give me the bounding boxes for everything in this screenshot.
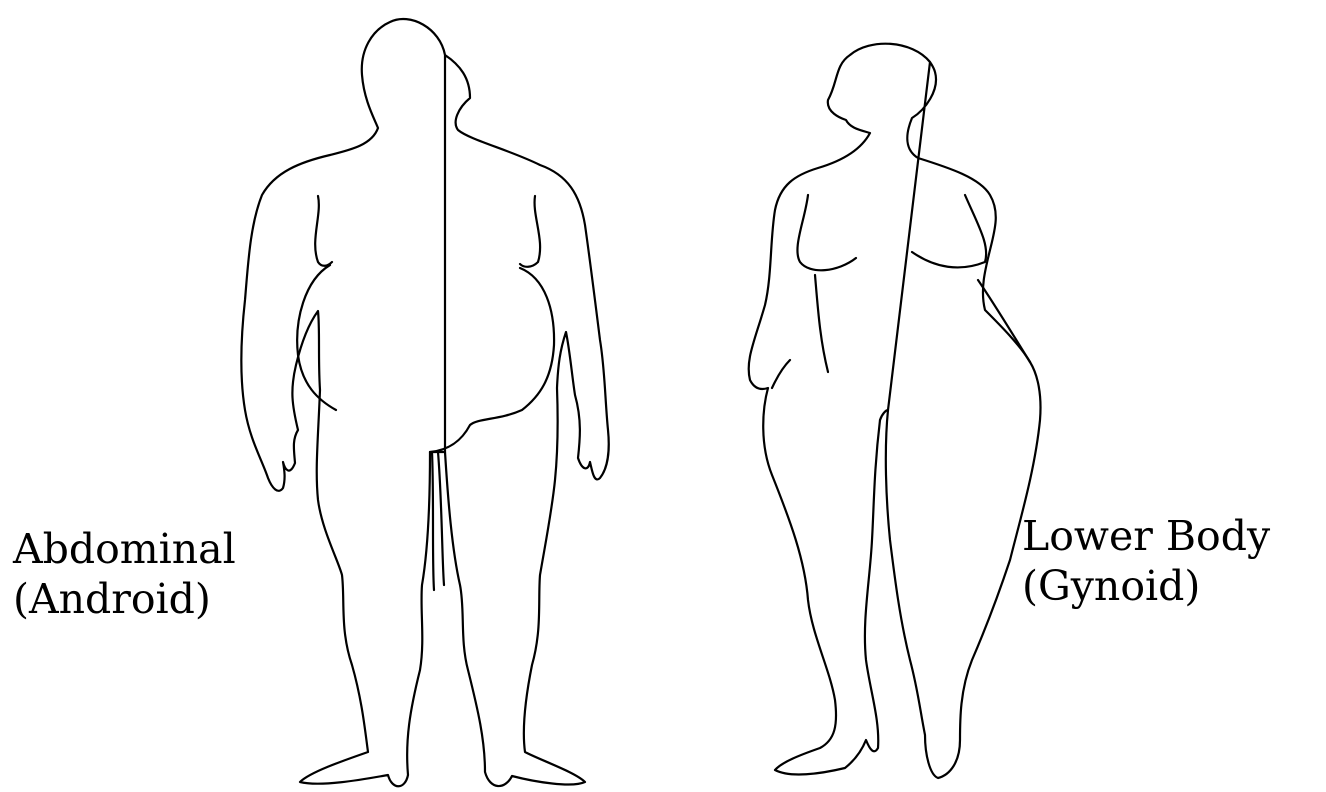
gynoid-label: Lower Body (Gynoid) <box>1022 511 1270 611</box>
android-chest-lines <box>315 196 540 267</box>
gynoid-label-line1: Lower Body <box>1022 511 1270 561</box>
android-inner-leg <box>432 452 444 590</box>
gynoid-breasts <box>797 195 986 270</box>
android-label: Abdominal (Android) <box>13 524 236 624</box>
android-belly <box>297 265 554 452</box>
android-label-line2: (Android) <box>13 574 236 624</box>
gynoid-label-line2: (Gynoid) <box>1022 561 1270 611</box>
android-figure <box>241 19 608 786</box>
android-outline <box>241 19 608 786</box>
gynoid-torso-line <box>815 275 828 372</box>
gynoid-figure <box>749 44 1041 778</box>
android-label-line1: Abdominal <box>13 524 236 574</box>
gynoid-outline <box>749 44 1041 778</box>
